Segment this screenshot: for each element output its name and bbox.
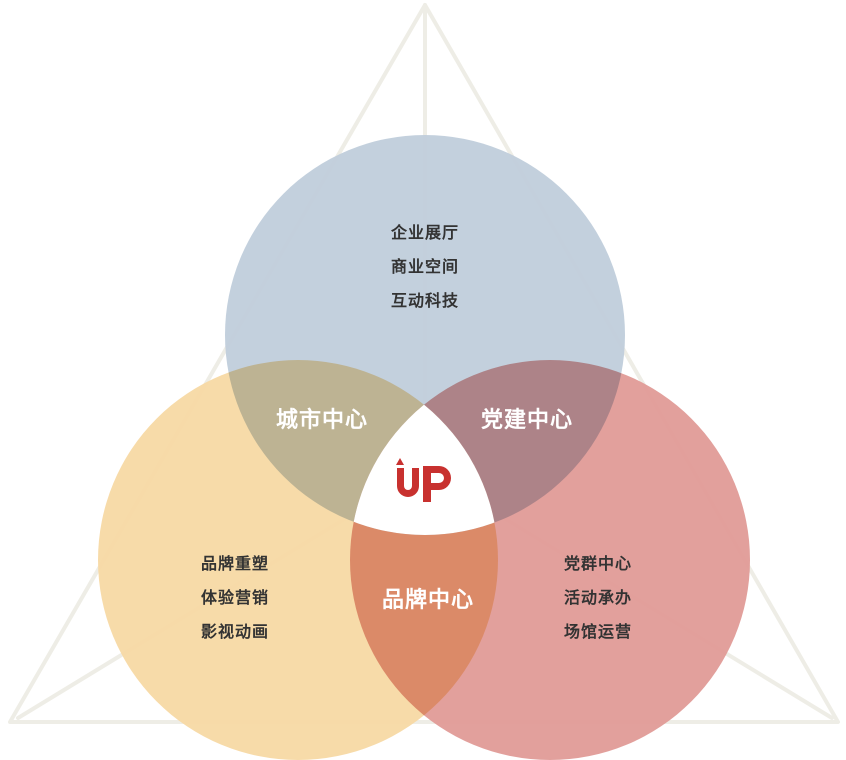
item: 影视动画 [200, 622, 270, 641]
item: 活动承办 [563, 588, 633, 607]
item: 商业空间 [390, 257, 460, 276]
right-circle-items: 党群中心 活动承办 场馆运营 [564, 547, 632, 649]
overlap-label-left-right: 品牌中心 [381, 588, 475, 613]
logo [396, 458, 451, 502]
item: 品牌重塑 [200, 554, 270, 573]
overlap-label-top-left: 城市中心 [275, 408, 369, 433]
overlap-label-top-right: 党建中心 [480, 408, 574, 433]
item: 场馆运营 [563, 622, 633, 641]
left-circle-items: 品牌重塑 体验营销 影视动画 [201, 547, 269, 649]
item: 企业展厅 [390, 223, 460, 242]
item: 体验营销 [200, 588, 270, 607]
item: 互动科技 [390, 291, 460, 310]
item: 党群中心 [563, 554, 633, 573]
top-circle-items: 企业展厅 商业空间 互动科技 [391, 216, 459, 318]
